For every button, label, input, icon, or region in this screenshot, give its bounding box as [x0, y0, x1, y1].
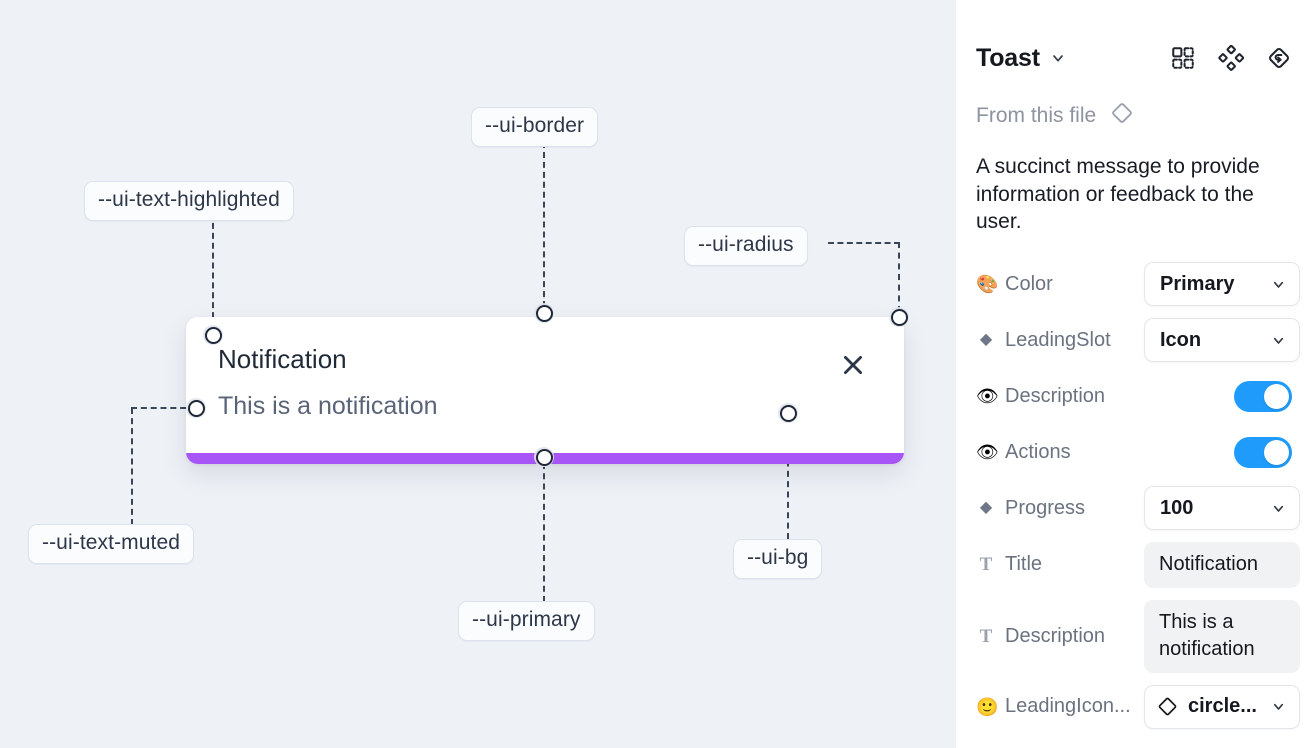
property-label: Title: [1005, 553, 1043, 576]
property-label-group: T Description: [976, 625, 1144, 648]
diamond-icon: ◆: [979, 499, 993, 517]
actions-toggle[interactable]: [1234, 436, 1292, 468]
select-value: circle...: [1188, 695, 1257, 718]
eye-emoji-icon: 👁: [976, 442, 999, 463]
connector-ui-text-muted-vertical: [131, 408, 133, 525]
property-label: Description: [1005, 624, 1106, 647]
property-label-group: ◆ LeadingSlot: [976, 329, 1144, 352]
connector-ui-text-muted-horizontal: [131, 407, 196, 409]
connector-ui-border: [543, 142, 545, 307]
color-select[interactable]: Primary: [1144, 262, 1300, 307]
property-control: circle...: [1144, 684, 1300, 729]
panel-header-icons: [1170, 45, 1292, 71]
panel-header: Toast: [976, 30, 1292, 86]
property-control: Notification: [1144, 542, 1300, 588]
property-row-actions-toggle: 👁 Actions: [976, 430, 1292, 474]
properties-list: 🎨 Color Primary: [976, 262, 1300, 729]
property-row-progress: ◆ Progress 100: [976, 486, 1300, 531]
text-t-icon: T: [979, 625, 993, 647]
toggle-knob: [1264, 439, 1289, 465]
chevron-down-icon[interactable]: [1050, 50, 1066, 66]
connector-ui-radius-vertical: [898, 242, 900, 312]
toast-component-preview[interactable]: Notification This is a notification: [186, 317, 904, 464]
property-control: [1234, 436, 1292, 468]
chevron-down-icon[interactable]: [1271, 333, 1286, 348]
token-label-ui-text-highlighted[interactable]: --ui-text-highlighted: [84, 181, 294, 222]
description-input[interactable]: This is a notification: [1144, 599, 1300, 673]
leadingslot-select[interactable]: Icon: [1144, 318, 1300, 363]
property-row-leadingicon: 🙂 LeadingIcon... circle...: [976, 684, 1300, 729]
property-label: LeadingSlot: [1005, 328, 1111, 351]
property-row-color: 🎨 Color Primary: [976, 262, 1300, 307]
anchor-handle-ui-radius[interactable]: [889, 307, 909, 327]
input-value: This is a notification: [1159, 610, 1255, 661]
property-label: Progress: [1005, 496, 1086, 519]
token-label-ui-primary[interactable]: --ui-primary: [458, 601, 595, 642]
connector-ui-bg: [787, 419, 789, 539]
input-value: Notification: [1159, 553, 1258, 576]
property-label: Description: [1005, 384, 1106, 407]
token-label-ui-border[interactable]: --ui-border: [471, 107, 599, 148]
leadingicon-select[interactable]: circle...: [1144, 684, 1300, 729]
property-row-leadingslot: ◆ LeadingSlot Icon: [976, 318, 1300, 363]
property-label-group: 👁 Actions: [976, 441, 1144, 464]
anchor-handle-ui-primary[interactable]: [534, 447, 554, 467]
property-row-description-toggle: 👁 Description: [976, 374, 1292, 418]
token-label-ui-text-muted[interactable]: --ui-text-muted: [28, 524, 195, 565]
component-description: A succinct message to provide informatio…: [976, 155, 1260, 234]
title-input[interactable]: Notification: [1144, 542, 1300, 588]
component-diamonds-icon[interactable]: [1218, 45, 1244, 71]
from-this-file-label: From this file: [976, 103, 1097, 127]
property-label-group: T Title: [976, 553, 1144, 576]
property-control: This is a notification: [1144, 599, 1300, 673]
palette-emoji-icon: 🎨: [976, 274, 999, 295]
property-label-group: 👁 Description: [976, 385, 1144, 408]
select-value: 100: [1160, 496, 1194, 519]
toast-title: Notification: [218, 344, 347, 374]
description-toggle[interactable]: [1234, 380, 1292, 412]
token-label-ui-bg[interactable]: --ui-bg: [733, 539, 823, 580]
property-control: 100: [1144, 486, 1300, 531]
anchor-handle-ui-bg[interactable]: [778, 403, 798, 423]
property-row-title: T Title Notification: [976, 542, 1300, 588]
chevron-down-icon[interactable]: [1271, 501, 1286, 516]
anchor-handle-ui-border[interactable]: [534, 303, 554, 323]
select-value: Icon: [1160, 328, 1202, 351]
property-label-group: 🙂 LeadingIcon...: [976, 695, 1144, 718]
reset-overrides-icon[interactable]: [1266, 45, 1292, 71]
property-row-description-text: T Description This is a notification: [976, 599, 1300, 673]
progress-select[interactable]: 100: [1144, 486, 1300, 531]
variants-grid-icon[interactable]: [1170, 45, 1196, 71]
close-x-icon[interactable]: [838, 350, 868, 380]
diamond-outline-icon: [1156, 695, 1179, 718]
design-canvas[interactable]: --ui-text-highlighted --ui-border --ui-r…: [0, 0, 956, 748]
connector-ui-primary: [543, 463, 545, 602]
from-this-file-row[interactable]: From this file: [976, 100, 1292, 131]
property-label: Color: [1005, 272, 1053, 295]
property-control: Primary: [1144, 262, 1300, 307]
property-control: [1234, 380, 1292, 412]
diamond-icon: ◆: [979, 331, 993, 349]
toggle-knob: [1264, 383, 1289, 409]
text-t-icon: T: [979, 554, 993, 576]
anchor-handle-ui-text-highlighted[interactable]: [203, 325, 223, 345]
properties-panel: Toast: [956, 0, 1312, 748]
anchor-handle-ui-text-muted[interactable]: [186, 398, 206, 418]
connector-ui-radius-horizontal: [828, 242, 900, 244]
property-label-group: ◆ Progress: [976, 497, 1144, 520]
chevron-down-icon[interactable]: [1271, 277, 1286, 292]
eye-emoji-icon: 👁: [976, 386, 999, 407]
property-label: Actions: [1005, 440, 1071, 463]
property-label-group: 🎨 Color: [976, 273, 1144, 296]
select-value: Primary: [1160, 272, 1235, 295]
property-control: Icon: [1144, 318, 1300, 363]
diamond-outline-icon: [1109, 100, 1135, 131]
toast-description: This is a notification: [218, 392, 438, 420]
chevron-down-icon[interactable]: [1271, 699, 1286, 714]
property-label: LeadingIcon...: [1005, 695, 1131, 718]
token-label-ui-radius[interactable]: --ui-radius: [684, 226, 808, 267]
connector-ui-text-highlighted: [212, 213, 214, 328]
panel-title: Toast: [976, 43, 1040, 72]
smiley-emoji-icon: 🙂: [976, 696, 999, 717]
